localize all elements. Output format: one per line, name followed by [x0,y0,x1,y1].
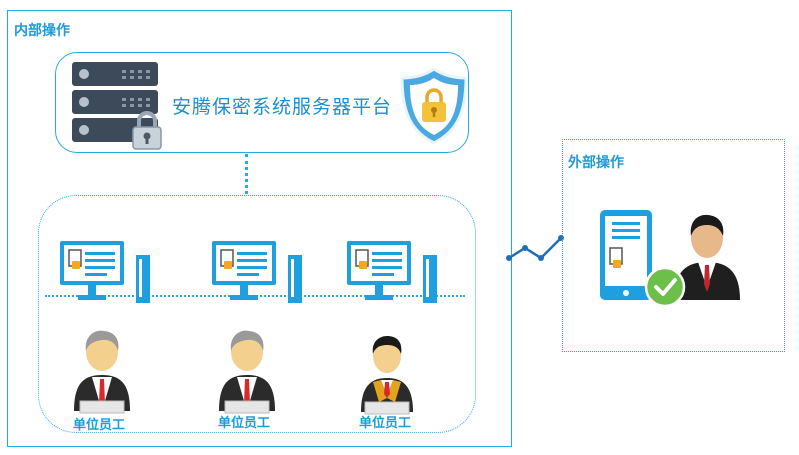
employee-icon [74,330,130,414]
shield-lock-icon [400,67,468,145]
businessman-icon [674,214,740,300]
check-icon [644,266,686,308]
employee-label: 单位员工 [359,416,412,431]
internal-operations-panel [7,10,512,447]
server-icon [72,62,158,142]
connection-link [506,235,564,261]
employee-label: 单位员工 [218,416,271,431]
external-operations-title: 外部操作 [568,155,624,171]
server-connector-line [245,154,248,194]
internal-operations-title: 内部操作 [14,23,70,39]
computer-icon [347,241,437,303]
workstations-group [38,195,476,433]
server-platform-title: 安腾保密系统服务器平台 [172,96,393,118]
employee-icon [219,330,275,414]
tablet-icon [600,210,652,300]
padlock-icon [132,111,162,150]
employee-icon [361,336,413,415]
computer-icon [212,241,302,303]
external-operations-panel [562,139,785,352]
employee-label: 单位员工 [73,418,126,433]
computer-icon [60,241,150,303]
